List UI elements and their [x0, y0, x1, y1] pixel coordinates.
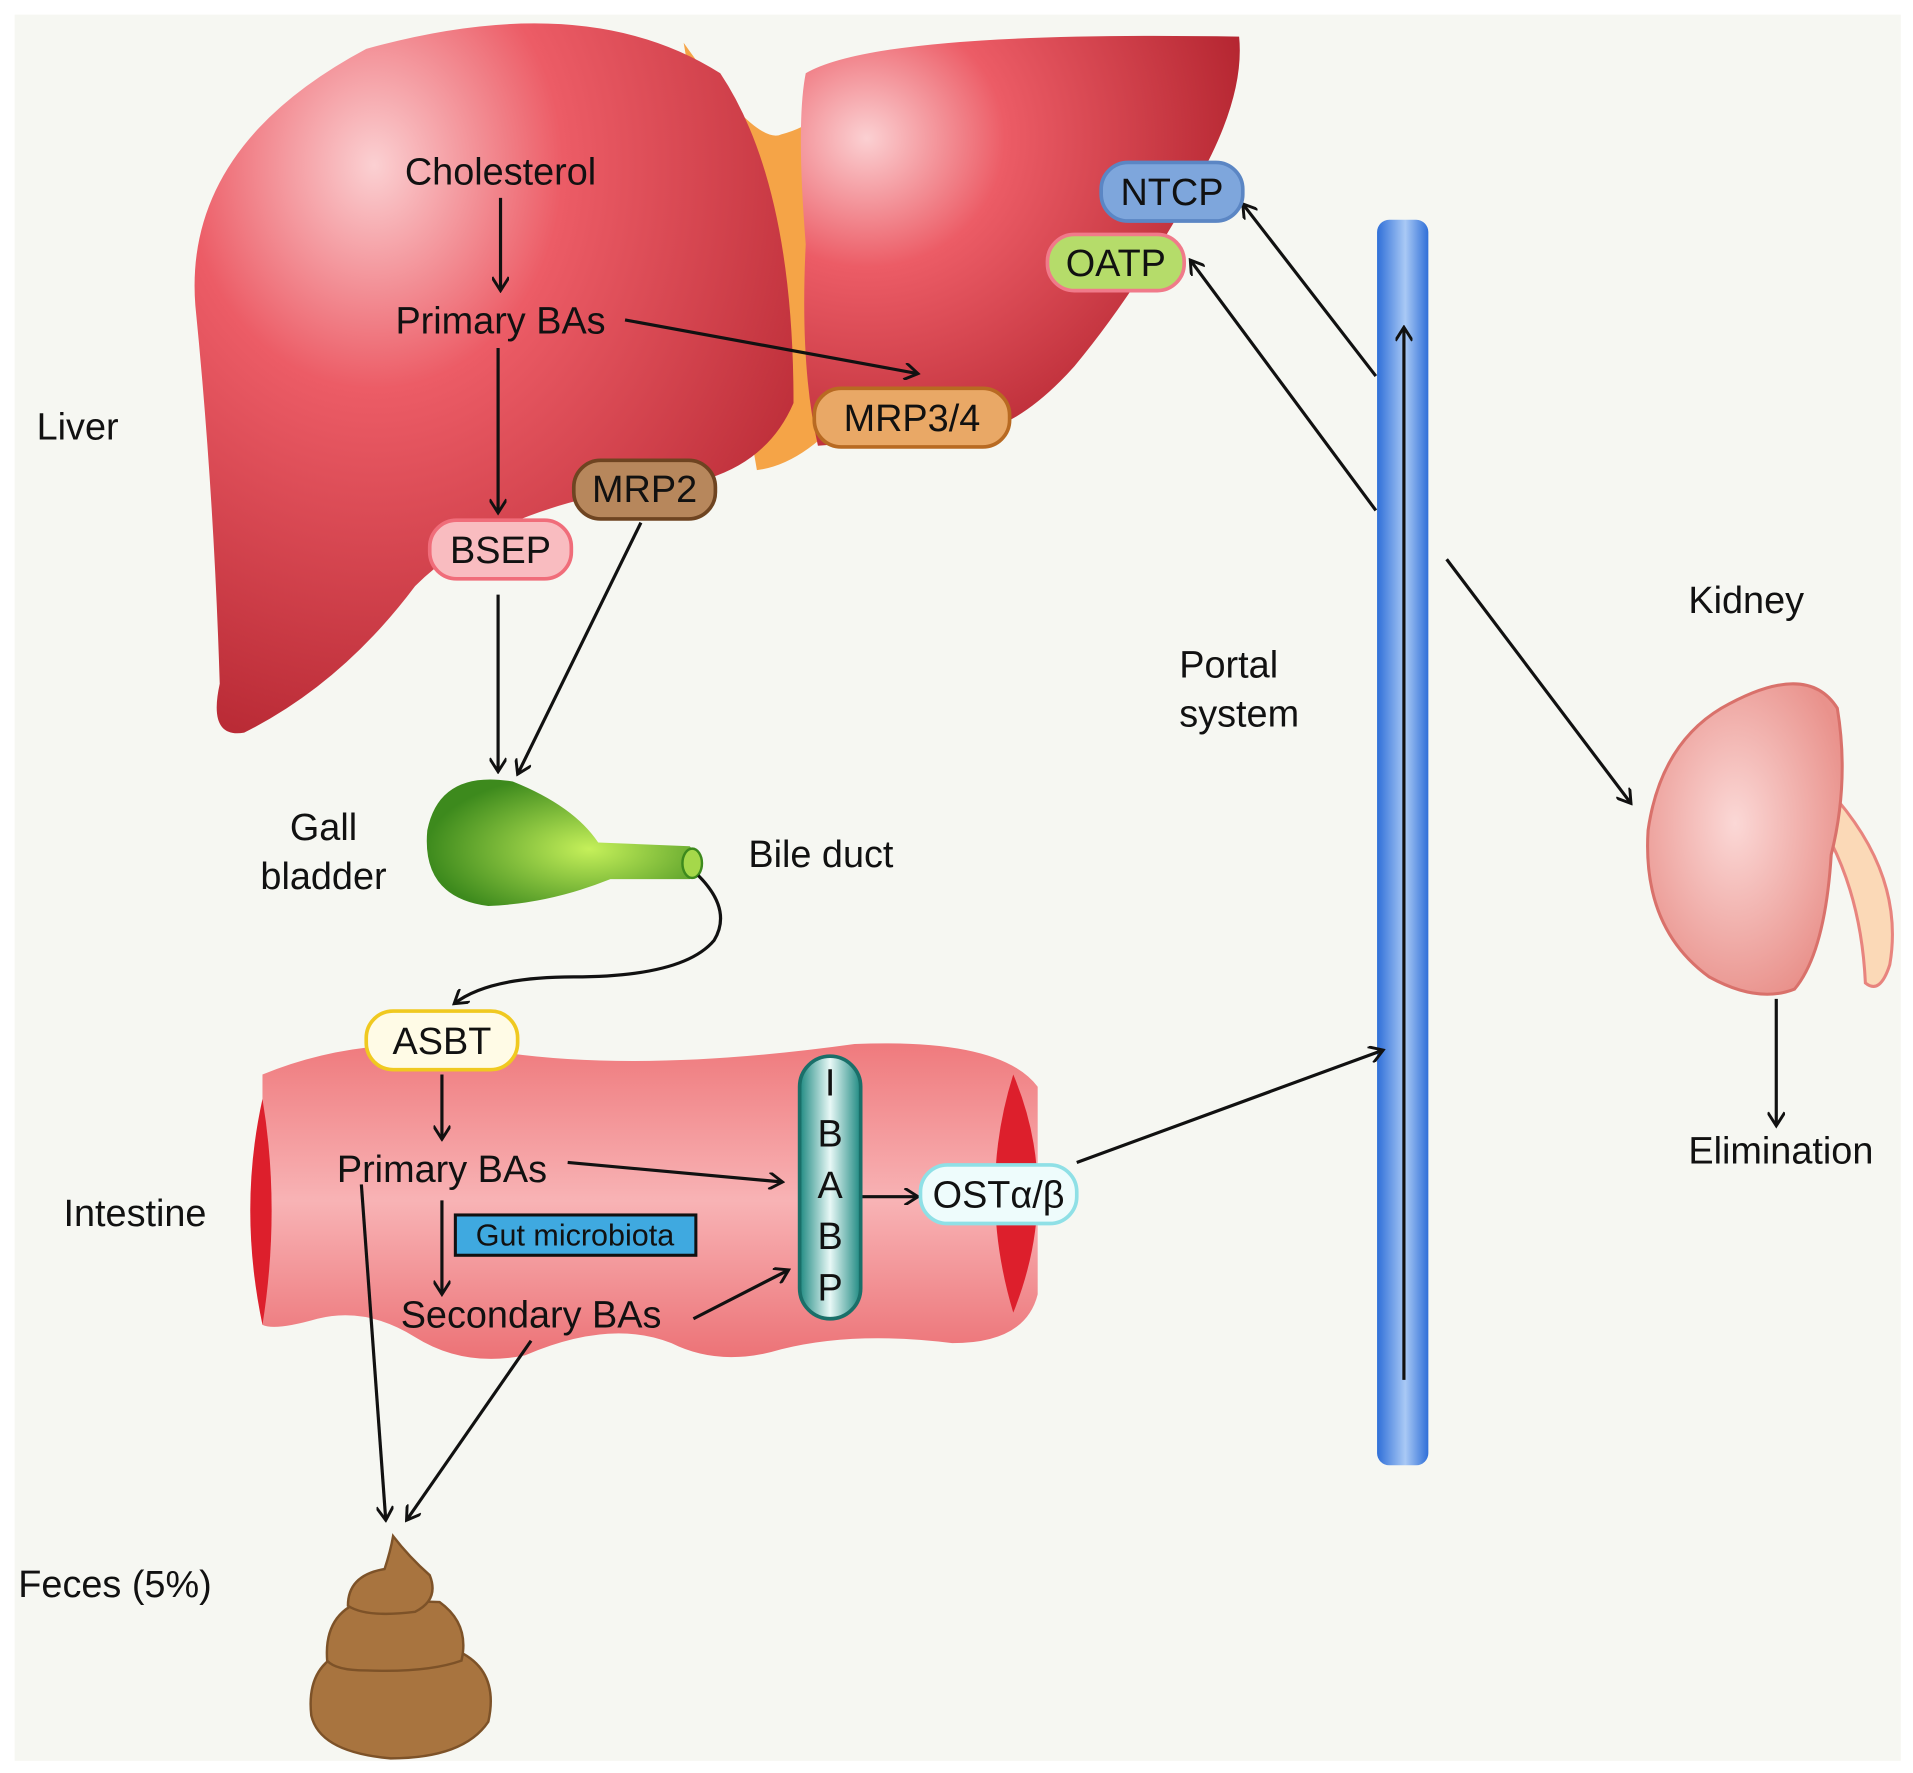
liver-primary-bas-label: Primary BAs: [395, 300, 605, 342]
ibabp-letter: P: [818, 1267, 843, 1309]
liver-label: Liver: [37, 407, 119, 449]
liver-illustration: [194, 23, 1240, 734]
mrp2-label: MRP2: [592, 469, 697, 511]
ibabp-letter: A: [818, 1165, 844, 1207]
portal-system-label: system: [1179, 694, 1299, 736]
portal-vein: [1377, 219, 1429, 1466]
portal-system-label: Portal: [1179, 645, 1278, 687]
cholesterol-label: Cholesterol: [405, 151, 596, 193]
intestine-label: Intestine: [63, 1193, 206, 1235]
oatp-transporter: OATP: [1045, 232, 1187, 293]
gall-bladder-label: Gall: [290, 807, 357, 849]
kidney-label: Kidney: [1688, 580, 1804, 622]
feces-illustration: [309, 1533, 492, 1760]
asbt-label: ASBT: [393, 1021, 492, 1063]
gut-microbiota-label: Gut microbiota: [476, 1218, 674, 1252]
ost-transporter: OSTα/β: [918, 1163, 1079, 1226]
mrp34-transporter: MRP3/4: [812, 386, 1012, 449]
ntcp-label: NTCP: [1120, 172, 1223, 214]
ost-label: OSTα/β: [933, 1175, 1065, 1217]
ibabp-letter: B: [818, 1216, 843, 1258]
gut-microbiota-box: Gut microbiota: [453, 1213, 698, 1257]
oatp-label: OATP: [1066, 243, 1166, 285]
bsep-label: BSEP: [450, 530, 551, 572]
mrp2-transporter: MRP2: [571, 458, 718, 521]
ntcp-transporter: NTCP: [1099, 160, 1245, 223]
ibabp-transporter: I B A B P: [797, 1054, 863, 1321]
ibabp-letter: I: [825, 1062, 836, 1104]
bsep-transporter: BSEP: [427, 518, 574, 581]
secondary-bas-label: Secondary BAs: [401, 1294, 662, 1336]
gall-bladder-label: bladder: [260, 856, 386, 898]
elimination-label: Elimination: [1688, 1131, 1873, 1173]
bile-duct-label: Bile duct: [748, 834, 894, 876]
kidney-illustration: [1646, 682, 1894, 996]
intestine-primary-bas-label: Primary BAs: [337, 1149, 547, 1191]
feces-label: Feces (5%): [18, 1564, 211, 1606]
ibabp-letter: B: [818, 1114, 843, 1156]
gallbladder-illustration: [426, 779, 723, 1003]
asbt-transporter: ASBT: [364, 1009, 520, 1072]
mrp34-label: MRP3/4: [844, 398, 981, 440]
pathway-arrows: [359, 197, 1776, 1520]
